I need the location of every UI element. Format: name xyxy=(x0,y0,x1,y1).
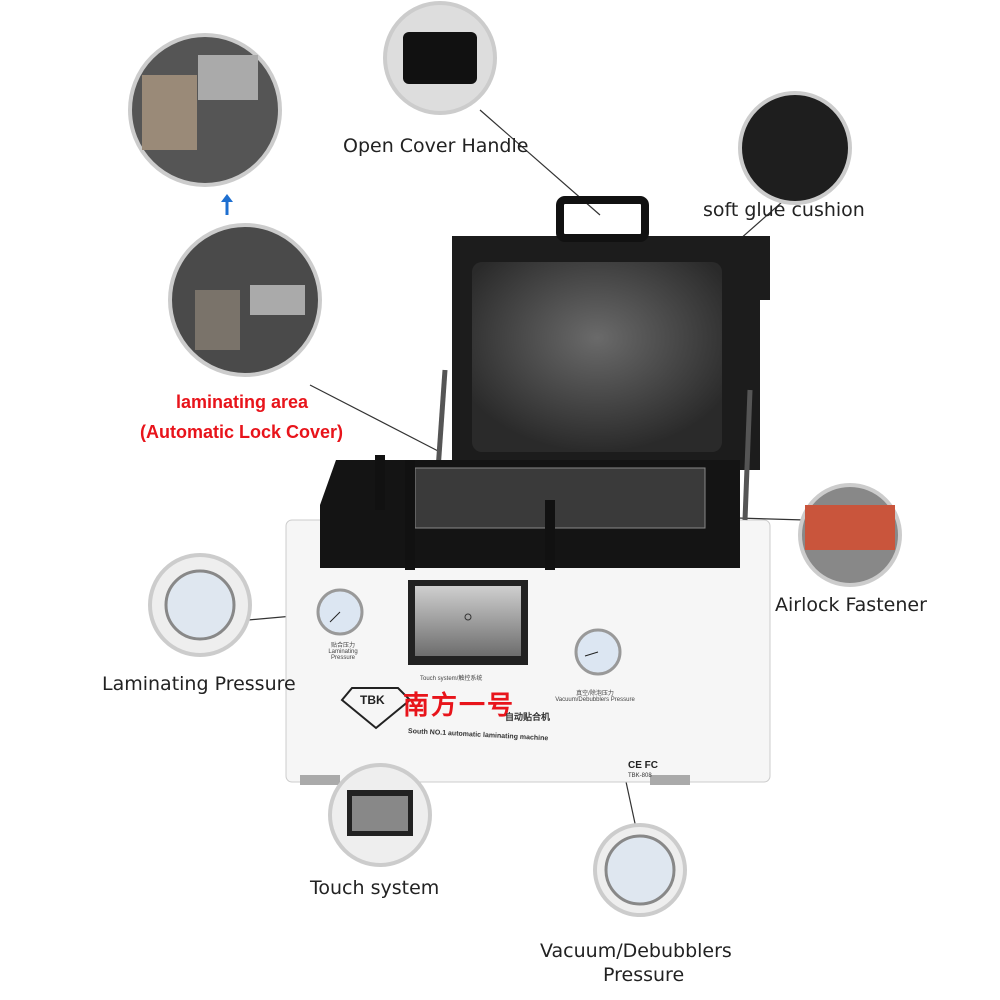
gauge-right-cn: 真空/除泡压力 xyxy=(576,691,614,697)
subtitle-cn: 自动贴合机 xyxy=(505,713,551,723)
brand-cn: 南方一号 xyxy=(403,691,516,721)
label-open-cover-handle: Open Cover Handle xyxy=(343,135,529,157)
model-number: TBK-808 xyxy=(628,773,652,779)
gauge-left-en: Laminating Pressure xyxy=(328,649,358,661)
gauge-right-caption: 真空/除泡压力 Vacuum/Debubblers Pressure xyxy=(545,688,645,703)
label-laminating-area: laminating area xyxy=(176,392,309,412)
brand-logo: TBK xyxy=(360,693,385,707)
label-airlock-fastener: Airlock Fastener xyxy=(775,594,927,616)
label-automatic-lock-cover: (Automatic Lock Cover) xyxy=(140,422,344,442)
label-laminating-pressure: Laminating Pressure xyxy=(102,673,296,695)
gauge-left-caption: 贴合压力 Laminating Pressure xyxy=(318,640,368,661)
screen-caption: Touch system/触控系统 xyxy=(420,676,483,682)
up-arrow-icon xyxy=(221,194,233,215)
label-vacuum: Vacuum/Debubblers xyxy=(540,940,732,962)
label-soft-glue-cushion: soft glue cushion xyxy=(703,199,865,221)
detail-circles xyxy=(128,1,902,917)
machine xyxy=(285,196,771,785)
cert-marks: CE FC xyxy=(628,760,658,771)
label-vacuum-pressure: Pressure xyxy=(603,964,685,986)
gauge-right-en: Vacuum/Debubblers Pressure xyxy=(555,697,635,703)
gauge-left-cn: 贴合压力 xyxy=(330,643,355,649)
label-touch-system: Touch system xyxy=(310,877,440,899)
